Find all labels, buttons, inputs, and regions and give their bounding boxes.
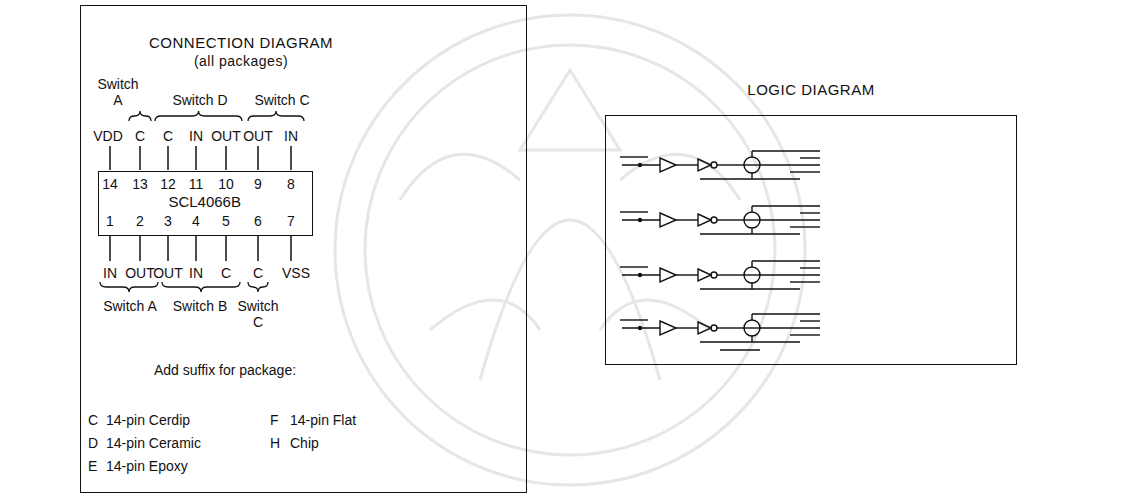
pin-number: 11	[189, 176, 204, 192]
package-suffix: E	[88, 458, 97, 474]
part-number: SCL4066B	[168, 193, 241, 212]
pin-number: 13	[132, 176, 148, 192]
logic-panel: LOGIC DIAGRAM	[605, 115, 1017, 365]
bilateral-switch	[620, 314, 820, 342]
switch-label: Switch C	[254, 92, 309, 108]
pin-number: 1	[106, 213, 114, 229]
pin-lead	[195, 235, 197, 261]
pin-name: OUT	[211, 128, 241, 144]
pin-number: 8	[287, 176, 295, 192]
pin-number: 14	[102, 176, 118, 192]
pin-name: IN	[189, 128, 203, 144]
pin-number: 4	[192, 213, 200, 229]
pin-number: 6	[254, 213, 262, 229]
pin-name: IN	[103, 265, 117, 281]
ground-bar	[720, 349, 760, 350]
pin-name: IN	[189, 265, 203, 281]
package-type: 14-pin Flat	[290, 412, 356, 428]
pin-name: C	[135, 128, 145, 144]
package-suffix: F	[270, 412, 279, 428]
switch-label: Switch C	[235, 298, 281, 330]
pin-lead	[139, 146, 141, 170]
switch-brace	[248, 282, 268, 292]
pin-lead	[109, 146, 111, 170]
pin-name: OUT	[125, 265, 155, 281]
pin-name: OUT	[153, 265, 183, 281]
switch-symbols	[620, 151, 820, 350]
pin-lead	[290, 235, 292, 261]
pin-lead	[167, 146, 169, 170]
switch-label: Switch B	[173, 298, 227, 314]
pin-leads	[110, 146, 291, 261]
switch-brace	[100, 282, 158, 292]
switch-label: Switch A	[103, 298, 157, 314]
pin-lead	[257, 146, 259, 170]
pin-name: OUT	[243, 128, 273, 144]
panel-subtitle: (all packages)	[149, 53, 333, 71]
pin-lead	[225, 235, 227, 261]
panel-title: LOGIC DIAGRAM	[747, 81, 874, 100]
panel-title: CONNECTION DIAGRAM	[149, 34, 333, 53]
pin-number: 12	[160, 176, 176, 192]
package-type: Chip	[290, 435, 319, 451]
pin-name: C	[253, 265, 263, 281]
switch-brace	[248, 111, 304, 121]
watermark-seal	[335, 15, 805, 485]
switch-brace	[129, 111, 151, 121]
bilateral-switch	[620, 261, 820, 289]
switch-brace	[162, 282, 240, 292]
package-suffix: C	[88, 412, 98, 428]
switch-label: Switch A	[95, 76, 141, 108]
pin-lead	[225, 146, 227, 170]
pin-name: C	[163, 128, 173, 144]
pin-lead	[167, 235, 169, 261]
pin-name: C	[221, 265, 231, 281]
pin-number: 10	[218, 176, 234, 192]
pin-name: IN	[284, 128, 298, 144]
switch-brace	[155, 111, 242, 121]
package-suffix: D	[88, 435, 98, 451]
pin-lead	[290, 146, 292, 170]
package-suffix: H	[270, 435, 280, 451]
package-type: 14-pin Cerdip	[106, 412, 190, 428]
pin-lead	[109, 235, 111, 261]
switch-label: Switch D	[172, 92, 227, 108]
bilateral-switch	[620, 151, 820, 179]
pin-lead	[257, 235, 259, 261]
pin-number: 7	[287, 213, 295, 229]
ic-package: SCL4066B	[98, 171, 313, 236]
switch-braces	[100, 111, 304, 292]
pin-number: 2	[136, 213, 144, 229]
pin-number: 9	[254, 176, 262, 192]
package-type: 14-pin Ceramic	[106, 435, 201, 451]
pin-lead	[195, 146, 197, 170]
package-type: 14-pin Epoxy	[106, 458, 188, 474]
package-note: Add suffix for package:	[154, 362, 296, 378]
pin-number: 3	[164, 213, 172, 229]
pin-lead	[139, 235, 141, 261]
bilateral-switch	[620, 206, 820, 234]
pin-number: 5	[222, 213, 230, 229]
pin-name: VSS	[282, 265, 310, 281]
pin-name: VDD	[93, 128, 123, 144]
